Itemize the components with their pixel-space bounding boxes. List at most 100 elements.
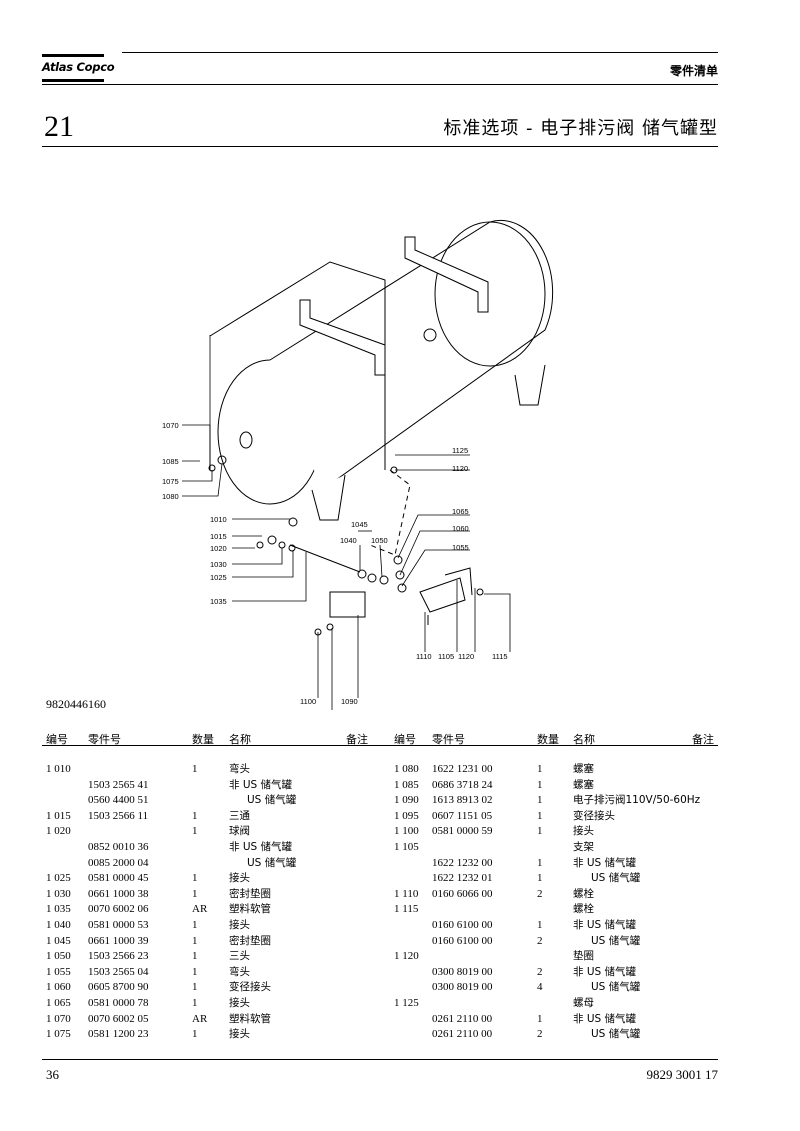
row-part-number: 0581 0000 78 xyxy=(88,996,149,1009)
label-1050: 1050 xyxy=(371,536,388,545)
row-part-number: 0661 1000 38 xyxy=(88,887,149,900)
row-name: 球阀 xyxy=(229,825,250,838)
row-name: 非 US 储气罐 xyxy=(573,856,637,869)
label-1065: 1065 xyxy=(452,507,469,516)
lifting-lug-rear xyxy=(404,236,489,313)
label-1070: 1070 xyxy=(162,421,179,430)
row-name: 三头 xyxy=(229,950,250,963)
row-part-number: 0160 6100 00 xyxy=(432,918,493,931)
row-name: US 储气罐 xyxy=(247,794,297,807)
row-part-number: 1503 2566 23 xyxy=(88,950,149,963)
row-name: 接头 xyxy=(229,872,250,885)
row-part-number: 1503 2565 04 xyxy=(88,965,149,978)
row-pos: 1 075 xyxy=(46,1028,71,1041)
row-name: 垫圈 xyxy=(573,950,594,963)
tank-foot-front xyxy=(311,474,346,521)
row-qty: 1 xyxy=(537,794,543,807)
row-part-number: 0560 4400 51 xyxy=(88,794,149,807)
row-part-number: 0160 6066 00 xyxy=(432,887,493,900)
row-name: 螺塞 xyxy=(573,763,594,775)
row-pos: 1 045 xyxy=(46,934,71,947)
row-part-number: 0070 6002 06 xyxy=(88,903,149,916)
header-parts-list-label: 零件清单 xyxy=(669,64,718,78)
label-1105: 1105 xyxy=(438,652,454,661)
row-part-number: 1622 1232 00 xyxy=(432,856,493,869)
row-part-number: 1503 2566 11 xyxy=(88,809,149,822)
row-name: 接头 xyxy=(229,1028,250,1041)
row-qty: 1 xyxy=(192,950,198,963)
row-name: 螺母 xyxy=(573,996,594,1009)
hose-1035 xyxy=(289,544,361,573)
row-qty: 4 xyxy=(537,981,543,994)
drain-valve-body xyxy=(329,591,366,618)
section-title: 标准选项 - 电子排污阀 储气罐型 xyxy=(443,118,718,139)
row-name: 变径接头 xyxy=(573,809,615,822)
row-qty: 1 xyxy=(192,825,198,838)
label-1120-bottom: 1120 xyxy=(458,652,474,661)
exploded-parts-diagram: 1070 1085 1075 1080 1010 1015 1020 1030 … xyxy=(162,219,554,710)
label-1075: 1075 xyxy=(162,477,179,486)
row-part-number: 0581 0000 59 xyxy=(432,825,493,838)
section-number: 21 xyxy=(44,110,74,143)
row-pos: 1 100 xyxy=(394,825,419,838)
row-pos: 1 115 xyxy=(394,903,419,916)
header-rule-bottom xyxy=(42,84,718,85)
row-pos: 1 010 xyxy=(46,763,71,775)
row-qty: 1 xyxy=(192,809,198,822)
row-part-number: 0160 6100 00 xyxy=(432,934,493,947)
label-1125: 1125 xyxy=(452,446,468,455)
header-name-right: 名称 xyxy=(573,733,595,746)
row-pos: 1 060 xyxy=(46,981,71,994)
header-qty-right: 数量 xyxy=(537,733,559,746)
row-name: 塑料软管 xyxy=(229,903,271,916)
row-name: 支架 xyxy=(573,840,594,853)
row-qty: 2 xyxy=(537,887,543,900)
row-qty: 2 xyxy=(537,934,543,947)
row-part-number: 0300 8019 00 xyxy=(432,965,493,978)
row-name: US 储气罐 xyxy=(591,872,641,885)
row-pos: 1 030 xyxy=(46,887,71,900)
row-qty: AR xyxy=(192,903,208,916)
logo-text: Atlas Copco xyxy=(42,60,115,74)
row-name: US 储气罐 xyxy=(591,1028,641,1041)
header-remark-right: 备注 xyxy=(692,733,714,746)
tank-far-end xyxy=(434,221,546,367)
dashed-route xyxy=(369,469,411,556)
row-qty: 1 xyxy=(537,918,543,931)
header-name-left: 名称 xyxy=(229,733,251,746)
row-part-number: 1613 8913 02 xyxy=(432,794,493,807)
row-name: 密封垫圈 xyxy=(229,887,271,900)
row-pos: 1 035 xyxy=(46,903,71,916)
atlas-copco-logo: Atlas Copco xyxy=(42,54,115,84)
row-part-number: 1622 1232 01 xyxy=(432,872,493,885)
footer-doc-code: 9829 3001 17 xyxy=(646,1067,719,1082)
row-name: 三通 xyxy=(229,809,250,822)
row-pos: 1 105 xyxy=(394,840,419,853)
header-pos-right: 编号 xyxy=(394,733,416,746)
row-part-number: 0300 8019 00 xyxy=(432,981,493,994)
row-part-number: 0581 0000 53 xyxy=(88,918,149,931)
row-part-number: 0581 1200 23 xyxy=(88,1028,149,1041)
row-name: 塑料软管 xyxy=(229,1012,271,1025)
row-part-number: 0661 1000 39 xyxy=(88,934,149,947)
page-number: 36 xyxy=(46,1067,59,1082)
section-rule xyxy=(42,146,718,147)
row-pos: 1 120 xyxy=(394,950,419,963)
row-qty: 1 xyxy=(537,778,543,791)
row-qty: 1 xyxy=(537,856,543,869)
row-name: 接头 xyxy=(229,996,250,1009)
label-1035: 1035 xyxy=(210,597,227,606)
row-part-number: 0070 6002 05 xyxy=(88,1012,149,1025)
row-name: 密封垫圈 xyxy=(229,934,271,947)
row-name: 非 US 储气罐 xyxy=(573,965,637,978)
label-1090: 1090 xyxy=(341,697,358,706)
label-1080: 1080 xyxy=(162,492,179,501)
header-partno-right: 零件号 xyxy=(432,733,465,746)
label-1015: 1015 xyxy=(210,532,227,541)
row-name: 变径接头 xyxy=(229,981,271,994)
header-remark-left: 备注 xyxy=(346,733,368,746)
row-qty: 1 xyxy=(537,872,543,885)
row-qty: 1 xyxy=(192,996,198,1009)
row-pos: 1 080 xyxy=(394,763,419,775)
table-header-rule xyxy=(42,745,718,746)
